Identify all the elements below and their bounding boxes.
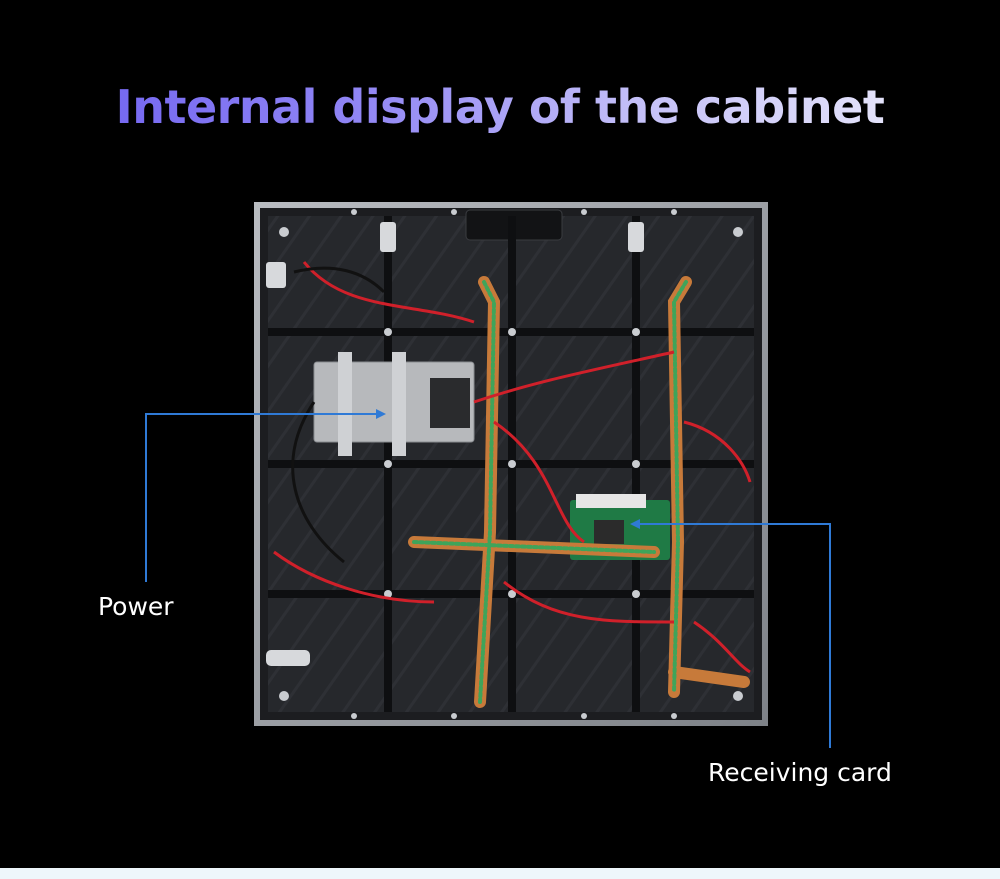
power-arrowhead	[376, 409, 386, 419]
bottom-divider	[0, 868, 1000, 879]
power-label: Power	[98, 592, 174, 621]
page-title: Internal display of the cabinet	[0, 80, 1000, 134]
power-callout-line	[145, 413, 376, 582]
receiving-card-arrowhead	[630, 519, 640, 529]
receiving-card-label: Receiving card	[708, 758, 892, 787]
cabinet-photo	[254, 202, 768, 726]
receiving-card-callout-line	[640, 523, 831, 748]
